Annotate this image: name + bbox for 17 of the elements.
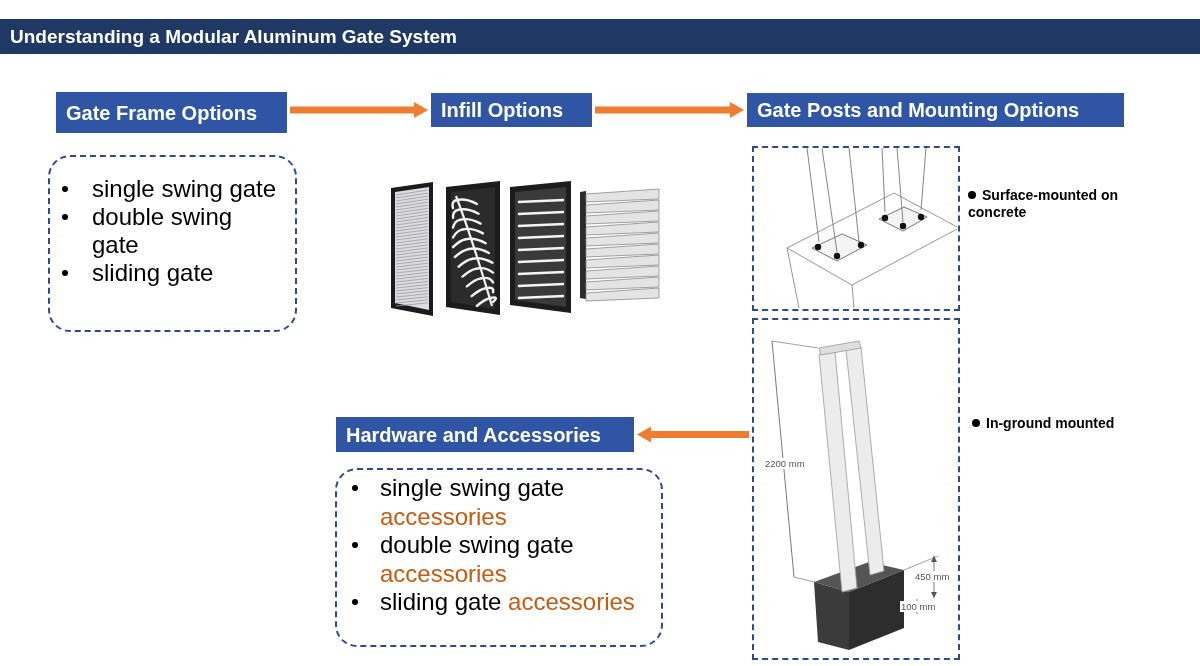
dimension-label: 100 mm: [900, 601, 937, 612]
bullet-caption: Surface-mounted on concrete: [968, 187, 1153, 221]
title-bar: Understanding a Modular Aluminum Gate System: [0, 19, 1200, 54]
list-item: single swing gate accessories: [349, 474, 652, 531]
list-item: sliding gate accessories: [349, 588, 652, 617]
section-heading: Hardware and Accessories: [336, 417, 634, 452]
section-heading: Gate Frame Options: [56, 92, 287, 133]
list-item: sliding gate: [60, 259, 280, 287]
section-heading: Gate Posts and Mounting Options: [747, 93, 1124, 127]
dashed-panel: [48, 155, 297, 332]
gate-panels-illustration: [388, 180, 660, 318]
dimension-label: 2200 mm: [764, 458, 806, 469]
section-heading: Infill Options: [431, 93, 592, 127]
dimension-label: 450 mm: [914, 571, 951, 582]
list-item: single swing gate: [60, 175, 280, 203]
dashed-panel: [335, 468, 663, 647]
bullet-caption: In-ground mounted: [972, 415, 1172, 432]
